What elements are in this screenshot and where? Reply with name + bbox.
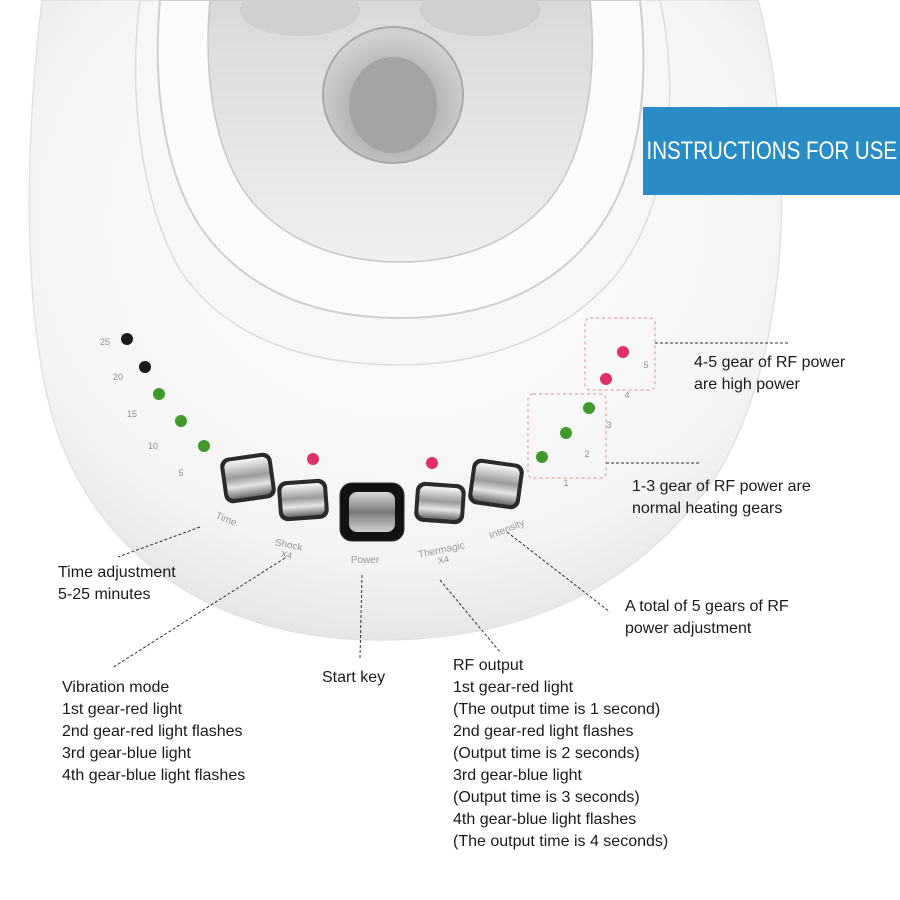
leader-power <box>359 574 363 659</box>
callout-line: 2nd gear-red light flashes <box>62 723 243 740</box>
callout-line: 4-5 gear of RF power <box>694 354 846 371</box>
callout-start-key: Start key <box>322 667 385 689</box>
callout-line: (The output time is 1 second) <box>453 701 661 718</box>
callout-line: (Output time is 3 seconds) <box>453 789 640 806</box>
callout-rf-adjustment: A total of 5 gears of RF power adjustmen… <box>625 596 789 640</box>
time-led-5 <box>198 440 210 452</box>
callout-line: 4th gear-blue light flashes <box>62 767 246 784</box>
callout-line: normal heating gears <box>632 500 783 517</box>
time-tick-label: 20 <box>113 372 123 382</box>
shock-led <box>307 453 319 465</box>
button-sublabel: X4 <box>437 554 450 566</box>
rf-led-2 <box>560 427 572 439</box>
leader-time <box>117 526 201 558</box>
rf-high-power-box <box>584 317 656 391</box>
time-button[interactable] <box>219 452 277 505</box>
callout-line: 3rd gear-blue light <box>453 767 582 784</box>
button-label: Power <box>351 555 380 566</box>
callout-line: Vibration mode <box>62 679 170 696</box>
callout-high-power: 4-5 gear of RF power are high power <box>694 352 845 396</box>
rf-led-1 <box>536 451 548 463</box>
leader-thermagic <box>439 579 501 653</box>
callout-normal-heating: 1-3 gear of RF power are normal heating … <box>632 476 811 520</box>
callout-line: 1st gear-red light <box>62 701 183 718</box>
callout-line: 1-3 gear of RF power are <box>632 478 811 495</box>
device-hole-inner <box>349 57 437 153</box>
time-led-25 <box>121 333 133 345</box>
instructions-banner: INSTRUCTIONS FOR USE <box>643 107 900 195</box>
intensity-button[interactable] <box>467 458 525 511</box>
rf-tick-label: 4 <box>624 390 629 400</box>
time-led-15 <box>153 388 165 400</box>
leader-shock <box>111 557 286 669</box>
time-tick-label: 10 <box>148 441 158 451</box>
callout-line: Start key <box>322 669 386 686</box>
rf-tick-label: 5 <box>643 360 648 370</box>
rf-led-5 <box>617 346 629 358</box>
time-led-10 <box>175 415 187 427</box>
rf-tick-label: 2 <box>584 449 589 459</box>
callout-line: 5-25 minutes <box>58 586 151 603</box>
callout-time-adjustment: Time adjustment 5-25 minutes <box>58 562 176 606</box>
banner-title: INSTRUCTIONS FOR USE <box>646 136 897 165</box>
thermagic-button[interactable] <box>414 481 467 525</box>
leader-intensity <box>506 531 611 613</box>
time-led-20 <box>139 361 151 373</box>
callout-line: A total of 5 gears of RF <box>625 598 789 615</box>
shock-button[interactable] <box>277 478 330 522</box>
time-tick-label: 25 <box>100 337 110 347</box>
callout-line: 2nd gear-red light flashes <box>453 723 634 740</box>
callout-line: RF output <box>453 657 524 674</box>
callout-line: power adjustment <box>625 620 752 637</box>
rf-led-3 <box>583 402 595 414</box>
device-lobe-right <box>420 0 540 36</box>
callout-rf-output: RF output 1st gear-red light (The output… <box>453 655 668 853</box>
button-sublabel: X4 <box>280 549 293 561</box>
time-tick-label: 15 <box>127 409 137 419</box>
rf-tick-label: 3 <box>606 420 611 430</box>
callout-vibration-mode: Vibration mode 1st gear-red light 2nd ge… <box>62 677 245 787</box>
callout-line: are high power <box>694 376 800 393</box>
callout-line: Time adjustment <box>58 564 176 581</box>
power-button[interactable] <box>339 482 405 542</box>
thermagic-led <box>426 457 438 469</box>
callout-line: 4th gear-blue light flashes <box>453 811 637 828</box>
rf-tick-label: 1 <box>563 478 568 488</box>
callout-line: (The output time is 4 seconds) <box>453 833 669 850</box>
device-lobe-left <box>240 0 360 36</box>
rf-led-4 <box>600 373 612 385</box>
callout-line: 3rd gear-blue light <box>62 745 191 762</box>
callout-line: 1st gear-red light <box>453 679 574 696</box>
callout-line: (Output time is 2 seconds) <box>453 745 640 762</box>
time-tick-label: 5 <box>178 468 183 478</box>
